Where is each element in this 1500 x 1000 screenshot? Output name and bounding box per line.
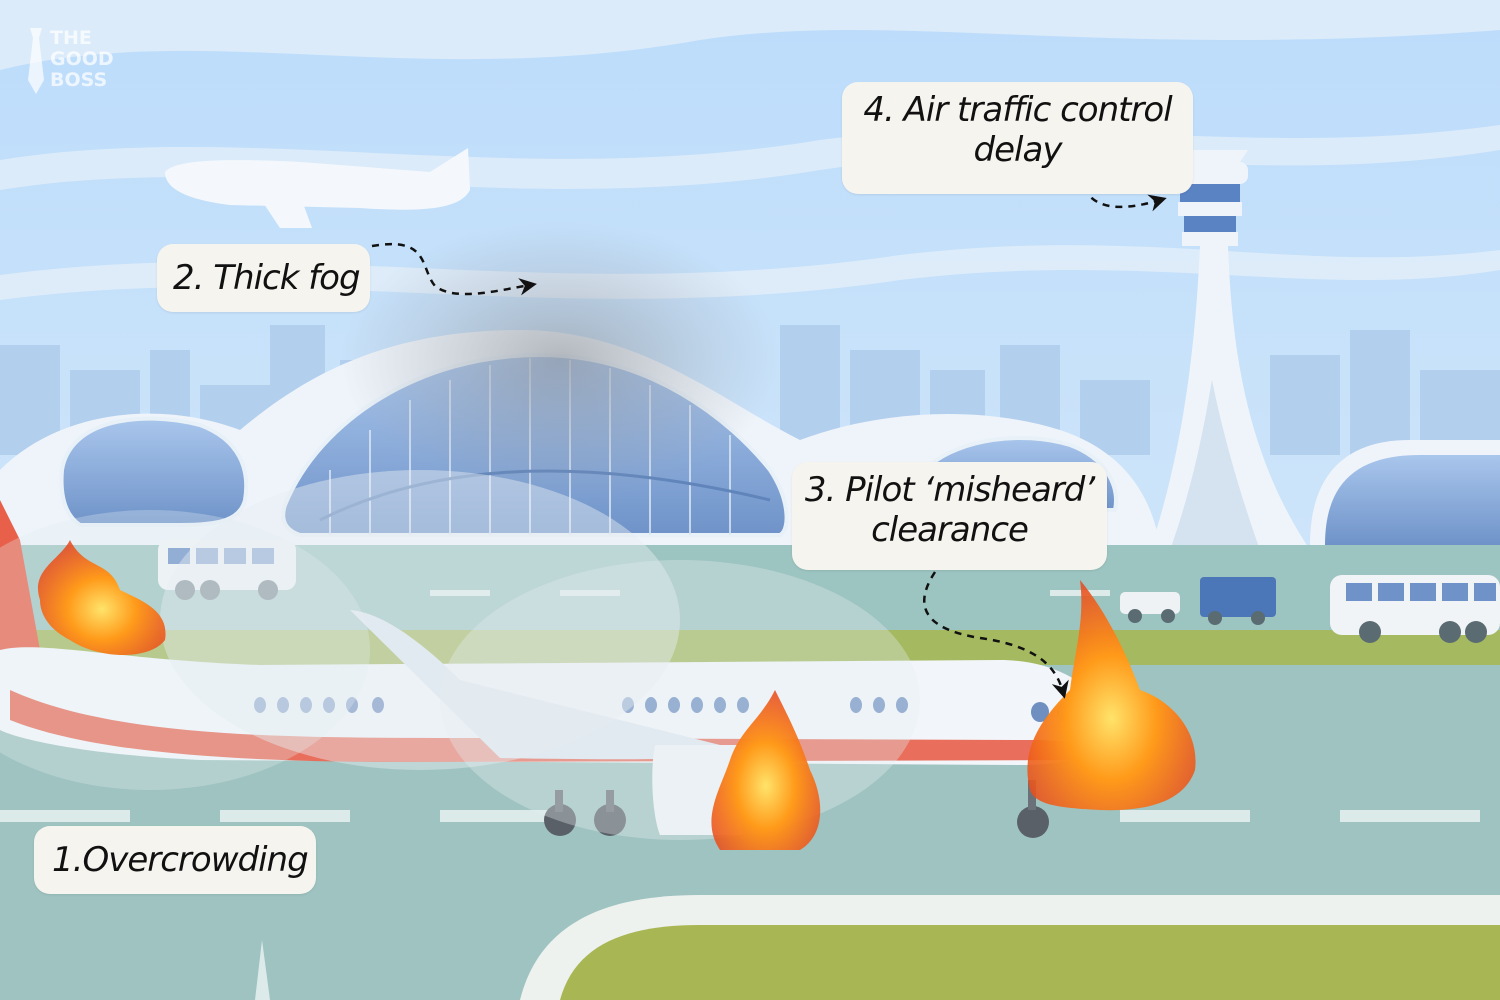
burning-airplane bbox=[0, 500, 1111, 838]
bus-right bbox=[1330, 575, 1500, 643]
bus-left bbox=[158, 540, 296, 600]
logo-line-boss: BOSS bbox=[50, 69, 108, 91]
the-good-boss-logo: THE GOOD BOSS bbox=[22, 26, 142, 98]
baggage-truck bbox=[1120, 577, 1276, 625]
flying-airplane bbox=[165, 148, 470, 228]
callout-atc-delay: 4. Air traffic control delay bbox=[842, 82, 1193, 194]
callout-overcrowding-text: 1.Overcrowding bbox=[52, 839, 309, 880]
callout-pilot-line-2: clearance bbox=[871, 510, 1029, 551]
arrow-tower bbox=[1078, 174, 1167, 212]
callout-thick-fog-text: 2. Thick fog bbox=[173, 257, 361, 298]
fire-flames bbox=[37, 540, 1196, 850]
callout-atc-line-1: 4. Air traffic control bbox=[863, 90, 1172, 130]
callout-overcrowding: 1.Overcrowding bbox=[34, 826, 316, 894]
callout-pilot-misheard: 3. Pilot ‘misheard’ clearance bbox=[792, 462, 1107, 570]
callout-thick-fog: 2. Thick fog bbox=[157, 244, 370, 312]
logo-line-the: THE bbox=[50, 27, 92, 49]
logo-text: THE GOOD BOSS bbox=[50, 28, 114, 91]
pointer-arrows bbox=[371, 174, 1167, 699]
logo-line-good: GOOD bbox=[50, 48, 114, 70]
callout-atc-line-2: delay bbox=[973, 130, 1063, 171]
necktie-icon bbox=[28, 28, 44, 94]
arrow-pilot bbox=[923, 571, 1069, 699]
callout-pilot-line-1: 3. Pilot ‘misheard’ bbox=[804, 470, 1095, 510]
fog-smoke bbox=[0, 220, 920, 840]
